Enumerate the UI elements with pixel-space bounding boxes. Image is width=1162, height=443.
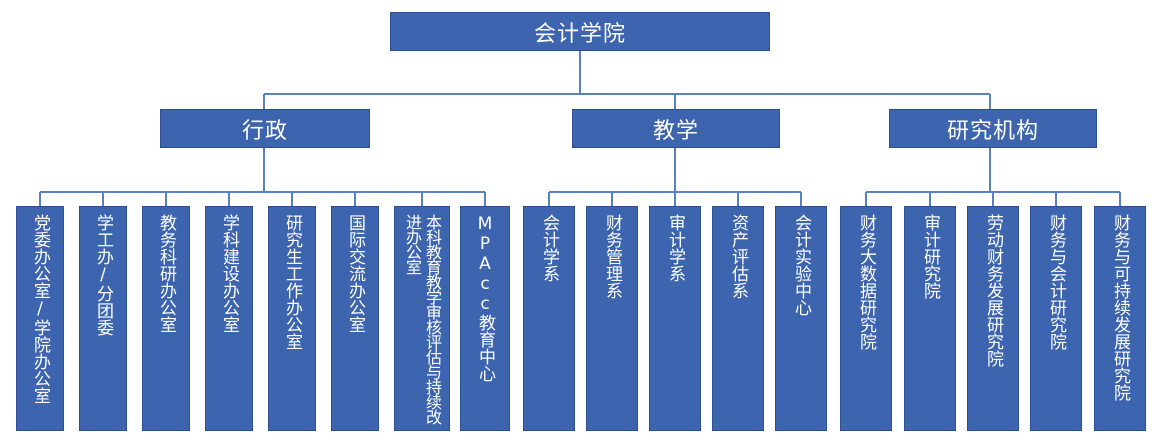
leaf-node: 国际交流办公室 xyxy=(331,206,379,431)
leaf-label: 会计学系 xyxy=(539,214,559,282)
leaf-label: 会计实验中心 xyxy=(791,214,811,316)
leaf-label: 财务与会计研究院 xyxy=(1046,214,1066,350)
leaf-node: 资产评估系 xyxy=(712,206,764,431)
leaf-label: 学科建设办公室 xyxy=(219,214,239,333)
leaf-label: 研究生工作办公室 xyxy=(282,214,302,350)
leaf-node: 本科教育教学审核评估与持续改进办公室 xyxy=(394,206,450,431)
leaf-node: 财务与会计研究院 xyxy=(1030,206,1082,431)
leaf-node: 劳动财务发展研究院 xyxy=(967,206,1019,431)
branch-node-teaching: 教学 xyxy=(572,109,780,148)
leaf-label: 本科教育教学审核评估与持续改进办公室 xyxy=(403,214,442,424)
leaf-node: 审计学系 xyxy=(649,206,701,431)
leaf-label: 国际交流办公室 xyxy=(345,214,365,333)
leaf-label: 财务管理系 xyxy=(602,214,622,299)
branch-label: 行政 xyxy=(241,118,288,144)
leaf-label: 劳动财务发展研究院 xyxy=(983,214,1003,367)
branch-node-admin: 行政 xyxy=(160,109,370,148)
leaf-node: 会计学系 xyxy=(523,206,575,431)
leaf-node: 党委办公室/学院办公室 xyxy=(16,206,64,431)
branch-label: 教学 xyxy=(652,118,699,144)
leaf-node: 会计实验中心 xyxy=(775,206,827,431)
leaf-label: 财务与可持续发展研究院 xyxy=(1110,214,1130,401)
root-label: 会计学院 xyxy=(533,21,626,47)
leaf-node: 研究生工作办公室 xyxy=(268,206,316,431)
leaf-node: 财务管理系 xyxy=(586,206,638,431)
leaf-label: 审计研究院 xyxy=(920,214,940,299)
leaf-label: MPAcc教育中心 xyxy=(475,214,495,382)
branch-label: 研究机构 xyxy=(946,118,1039,144)
leaf-node: 财务与可持续发展研究院 xyxy=(1094,206,1146,431)
branch-node-research: 研究机构 xyxy=(889,109,1097,148)
leaf-label: 教务科研办公室 xyxy=(156,214,176,333)
leaf-label: 财务大数据研究院 xyxy=(856,214,876,350)
leaf-label: 资产评估系 xyxy=(728,214,748,299)
leaf-node: 学工办/分团委 xyxy=(79,206,127,431)
leaf-node: 学科建设办公室 xyxy=(205,206,253,431)
leaf-node: MPAcc教育中心 xyxy=(460,206,510,431)
leaf-node: 财务大数据研究院 xyxy=(840,206,892,431)
leaf-node: 审计研究院 xyxy=(904,206,956,431)
leaf-label: 学工办/分团委 xyxy=(93,214,113,336)
leaf-label: 审计学系 xyxy=(665,214,685,282)
root-node: 会计学院 xyxy=(390,12,770,51)
leaf-label: 党委办公室/学院办公室 xyxy=(30,214,50,404)
leaf-node: 教务科研办公室 xyxy=(142,206,190,431)
